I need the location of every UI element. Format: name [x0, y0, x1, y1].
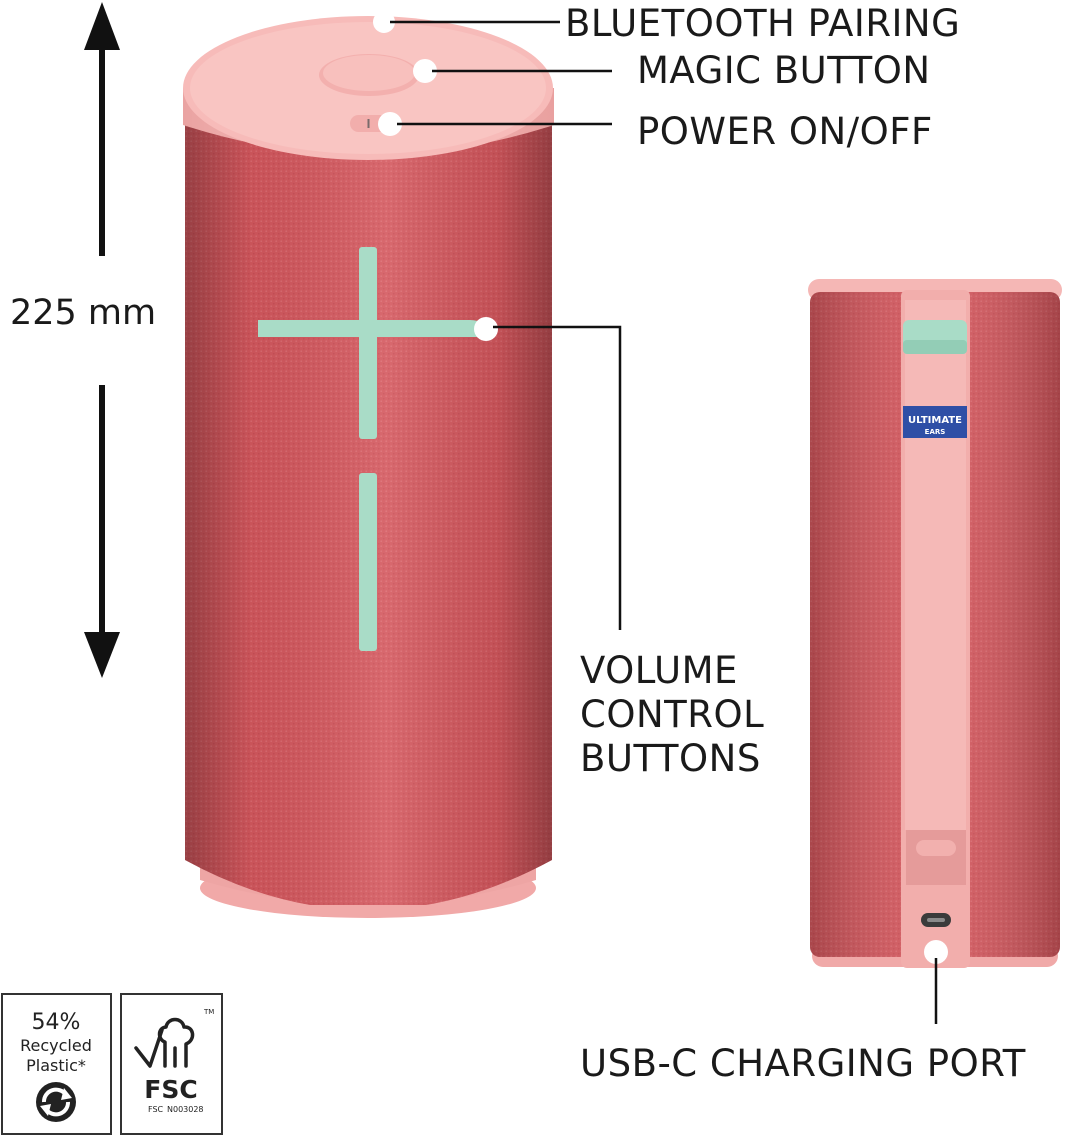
callout-bluetooth: BLUETOOTH PAIRING	[373, 2, 960, 45]
brand-line-2: EARS	[925, 428, 946, 436]
speaker-back: ULTIMATE EARS	[808, 279, 1062, 968]
callout-bluetooth-label: BLUETOOTH PAIRING	[565, 2, 960, 45]
callout-volume: VOLUME CONTROL BUTTONS	[474, 317, 764, 780]
power-icon	[367, 119, 370, 128]
height-dimension: 225 mm	[10, 2, 156, 678]
volume-up-button[interactable]	[359, 247, 377, 439]
callout-volume-label-2: CONTROL	[580, 693, 764, 736]
fsc-code: N003028	[167, 1105, 204, 1114]
brand-line-1: ULTIMATE	[908, 415, 962, 426]
callout-dot	[474, 317, 498, 341]
callout-dot	[924, 940, 948, 964]
callout-magic: MAGIC BUTTON	[413, 49, 931, 92]
fsc-tree-icon	[134, 1017, 195, 1068]
callout-usb: USB-C CHARGING PORT	[580, 940, 1026, 1085]
arrow-up-icon	[84, 2, 120, 50]
callout-magic-label: MAGIC BUTTON	[637, 49, 931, 92]
recycled-line-1: Recycled	[20, 1036, 92, 1055]
callout-usb-label: USB-C CHARGING PORT	[580, 1042, 1026, 1085]
callout-dot	[373, 11, 395, 33]
callout-dot	[378, 112, 402, 136]
fsc-code-prefix: FSC	[148, 1105, 164, 1114]
fsc-logo-text: FSC	[144, 1075, 197, 1104]
recycled-percent: 54%	[32, 1010, 81, 1035]
callout-volume-label-1: VOLUME	[580, 649, 738, 692]
strap-clip	[906, 830, 966, 885]
callout-power-label: POWER ON/OFF	[637, 110, 933, 153]
volume-down-button[interactable]	[359, 473, 377, 651]
speaker-front	[183, 16, 554, 918]
fsc-tm: TM	[203, 1008, 214, 1016]
recycled-line-2: Plastic*	[26, 1056, 86, 1075]
volume-up-crossbar[interactable]	[258, 320, 486, 337]
arrow-down-icon	[84, 632, 120, 678]
callout-dot	[413, 59, 437, 83]
dimension-line-top	[99, 48, 105, 256]
callout-volume-label-3: BUTTONS	[580, 737, 761, 780]
callout-power: POWER ON/OFF	[378, 110, 933, 153]
dimension-line-bottom	[99, 385, 105, 635]
brand-badge	[903, 406, 967, 438]
fsc-badge: TM FSC FSC N003028	[120, 993, 223, 1135]
recycled-plastic-badge: 54% Recycled Plastic*	[1, 993, 112, 1135]
recycle-icon	[36, 1082, 76, 1122]
dimension-label: 225 mm	[10, 293, 156, 333]
